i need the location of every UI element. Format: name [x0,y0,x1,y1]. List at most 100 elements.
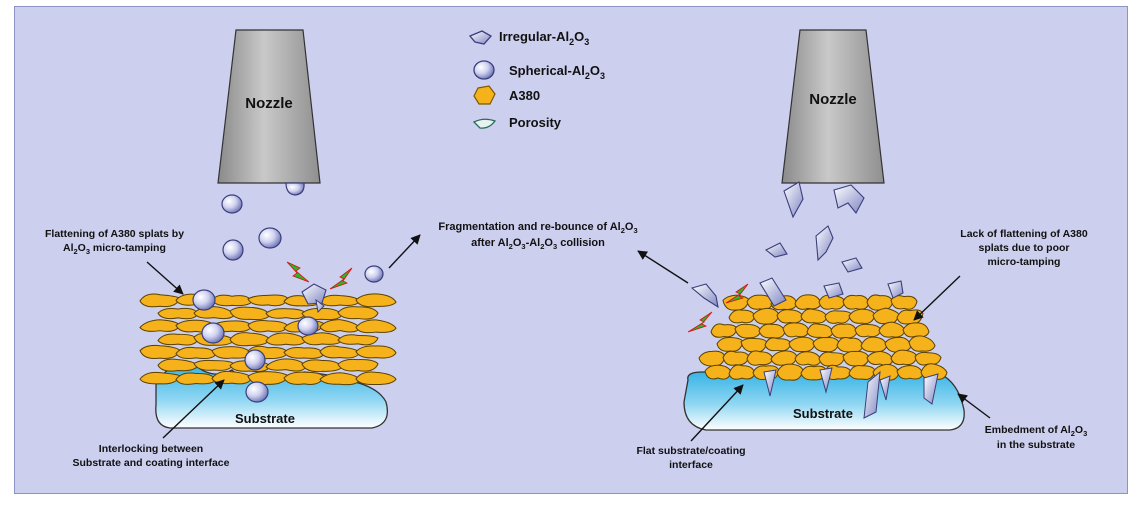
spherical-particle [258,227,282,249]
frag-line2-s2: 3 [521,242,525,251]
left-flattening-sub2: 3 [86,247,90,256]
a380-splat [752,307,780,325]
embedded-al2o3-shard [879,375,891,401]
embedded-al2o3-shard [923,373,939,405]
a380-splat [265,308,307,320]
a380-splat [908,335,936,352]
a380-splat [884,336,912,353]
spherical-al2o3-icon [473,60,495,80]
legend-spherical-sub1: 2 [585,71,590,81]
irregular-particle [690,283,719,309]
a380-splat [818,351,846,367]
a380-splat [902,322,930,338]
right-substrate [683,371,965,431]
a380-splat [175,372,217,385]
right-flat-annotation-1: Flat substrate/coating [636,445,745,457]
a380-splat [139,319,181,332]
left-flattening-sub1: 2 [74,247,78,256]
a380-splat [722,350,750,366]
a380-splat [157,307,199,320]
frag-line2-s3: 2 [540,242,544,251]
legend-spherical-sub2: 3 [600,71,605,81]
a380-splat [830,323,858,339]
irregular-particle [815,225,834,262]
spherical-particle [221,194,243,214]
embedded-al2o3-shard [863,370,881,419]
fragmented-particle [301,283,327,305]
left-nozzle [217,29,321,184]
legend-spherical-main: Spherical-Al [509,63,585,78]
fragmentation-arrow-right [637,250,689,284]
a380-splat [139,293,181,308]
embedded-al2o3-shard [763,369,777,397]
a380-splat [229,332,271,347]
irregular-particle [841,257,863,273]
a380-splat [139,371,181,385]
right-coating [698,294,948,381]
a380-splat [794,351,822,366]
a380-splat [319,345,361,359]
a380-splat [157,358,199,372]
a380-splat [337,334,379,346]
frag-line2-o1: O [513,237,522,249]
a380-splat [175,346,217,360]
frag-line2-s4: 3 [553,242,557,251]
spherical-particle-embedded [244,349,266,371]
a380-splat [842,350,870,367]
a380-splat [319,294,361,307]
embed-line1-s1: 2 [1071,429,1075,438]
a380-splat [860,336,888,353]
a380-splat [746,350,774,366]
right-embed-annotation-2: in the substrate [997,439,1075,451]
legend-irregular-sub2: 3 [584,37,589,47]
legend-irregular-main: Irregular-Al [499,29,569,44]
right-embed-annotation-1: Embedment of Al2O3 [985,424,1087,438]
frag-line2-c: collision [557,237,605,249]
left-flattening-arrow [146,261,184,295]
left-flattening-al: Al [63,242,74,254]
right-lack-arrow [913,275,961,321]
right-lack-annotation-3: micro-tamping [988,256,1061,268]
irregular-particle [833,184,865,214]
a380-splat [211,370,253,385]
irregular-particle [887,280,904,299]
right-nozzle [781,29,885,184]
right-substrate-label: Substrate [793,406,853,421]
a380-splat [842,294,870,310]
a380-splat [211,294,253,307]
right-lack-annotation-1: Lack of flattening of A380 [960,228,1088,240]
collision-spark [725,283,749,304]
irregular-particle [764,242,788,258]
right-scene: Nozzle Substrate Lack of flattening of A… [636,29,1088,471]
right-embed-arrow [957,393,991,419]
a380-splat [157,333,199,346]
spherical-particle-embedded [192,289,216,311]
legend-spherical-label: Spherical-Al2O3 [509,63,605,81]
legend-spherical-mid: O [590,63,600,78]
legend-irregular-label: Irregular-Al2O3 [499,29,589,47]
left-flattening-line1: Flattening of A380 splats by [45,228,184,240]
fragment [315,298,325,314]
a380-splat [716,337,744,352]
fragmentation-line1: Fragmentation and re-bounce of Al2O3 [438,221,637,235]
a380-splat [776,309,804,324]
legend-irregular-mid: O [574,29,584,44]
a380-splat [728,309,756,324]
a380-splat [896,364,924,380]
legend: Irregular-Al2O3 Spherical-Al2O3 A380 Por… [468,29,605,130]
a380-splat [728,364,756,380]
frag-line2-o2: O [544,237,553,249]
a380-splat [193,359,235,371]
a380-splat [710,323,738,338]
a380-splat [355,293,397,308]
right-flat-annotation-2: interface [669,459,713,471]
a380-splat [890,349,918,366]
a380-splat [301,359,343,373]
fragmentation-arrow-left [388,234,421,269]
a380-splat [319,319,361,333]
left-interlocking-annotation-1: Interlocking between [99,443,203,455]
left-interlocking-annotation-2: Substrate and coating interface [73,457,230,469]
spherical-particle-embedded [245,381,269,403]
frag-line1-sub1: 2 [621,226,625,235]
